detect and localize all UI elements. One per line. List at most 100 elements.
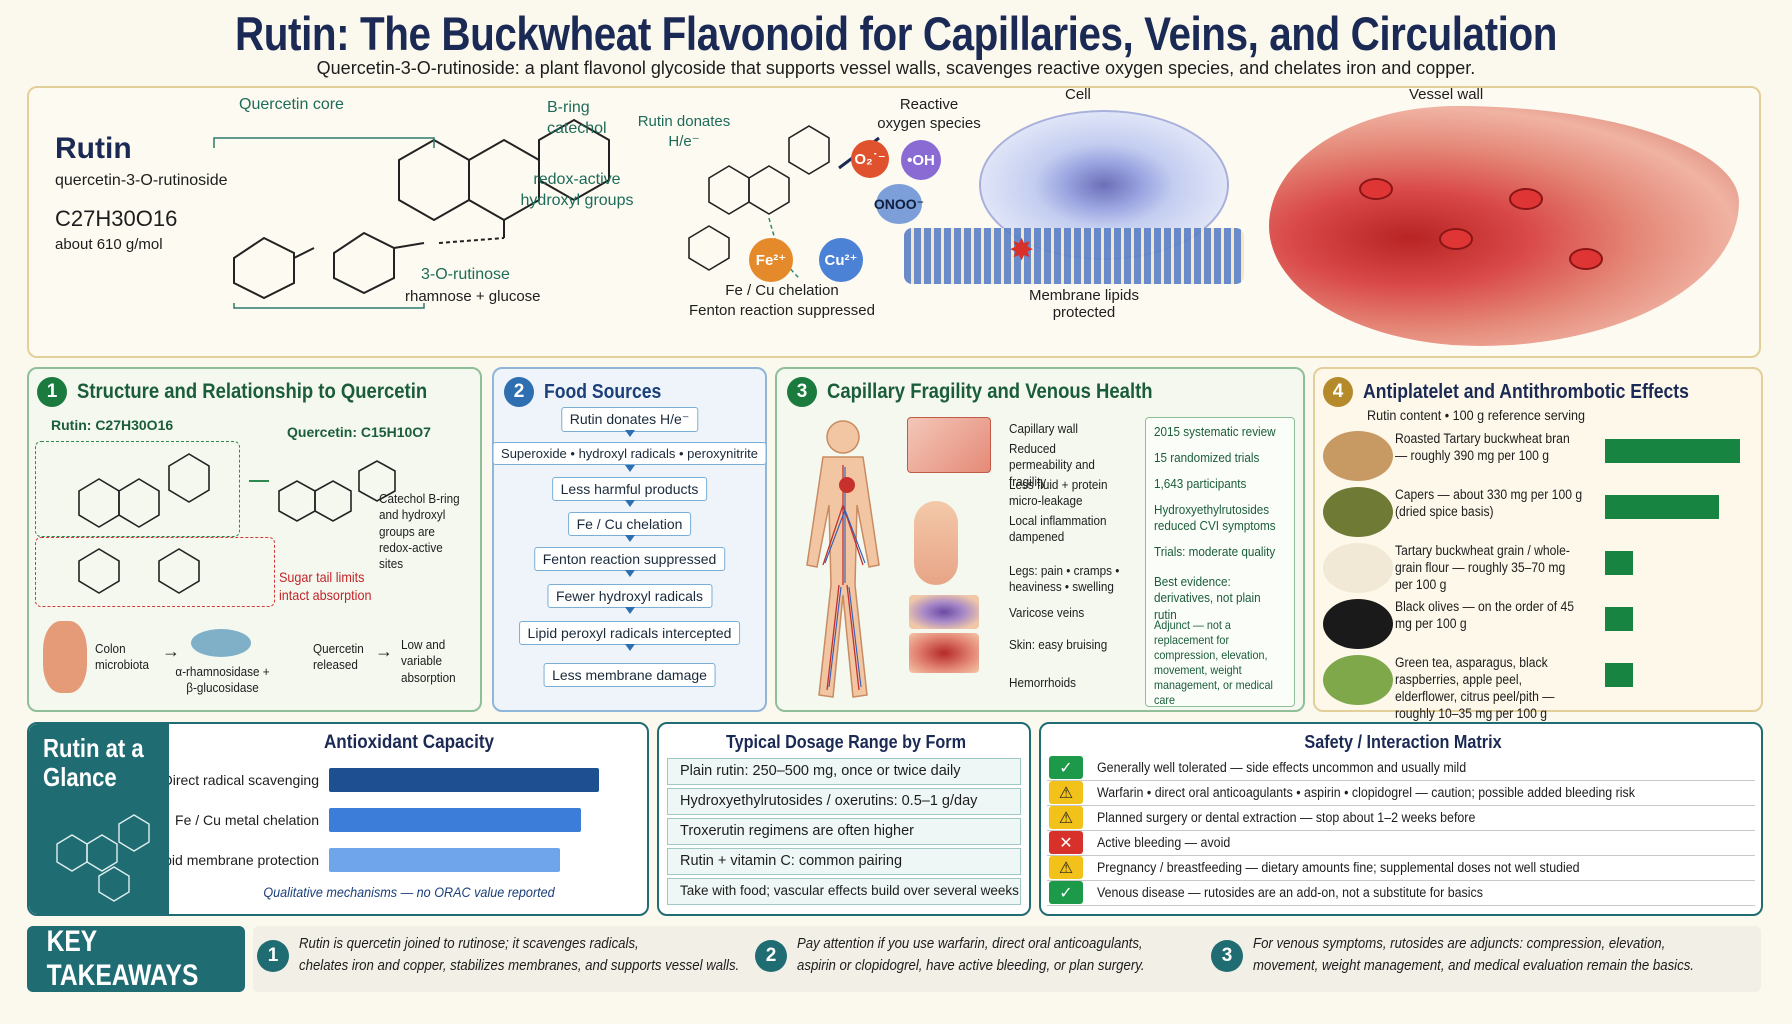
enzymes-label: α-rhamnosidase + β-glucosidase xyxy=(175,664,270,696)
flow-step: Rutin donates H/e⁻ xyxy=(560,407,699,432)
evidence-item: Adjunct — not a replacement for compress… xyxy=(1154,618,1273,707)
structure-panel: 1 Structure and Relationship to Querceti… xyxy=(27,367,482,712)
bar-category-label: Fe / Cu metal chelation xyxy=(175,812,319,828)
hemorrhoids-label: Hemorrhoids xyxy=(1009,675,1076,690)
food-source-row: Roasted Tartary buckwheat bran — roughly… xyxy=(1315,429,1765,489)
chelation-label: Fe / Cu chelation xyxy=(725,282,839,299)
flow-step: Less membrane damage xyxy=(543,663,716,687)
capillary-panel: 3 Capillary Fragility and Venous Health … xyxy=(775,367,1305,712)
intestine-icon xyxy=(43,621,87,693)
flow-step: Less harmful products xyxy=(551,477,708,501)
released-label: Quercetin released xyxy=(313,641,364,673)
flow-step: Lipid peroxyl radicals intercepted xyxy=(518,621,741,645)
copper-badge: Cu²⁺ xyxy=(819,238,863,282)
hemorrhoid-image xyxy=(909,633,979,673)
capillary-title: Capillary Fragility and Venous Health xyxy=(827,380,1153,403)
leg-veins-image xyxy=(914,501,958,585)
antioxidant-bar xyxy=(329,808,581,832)
antioxidant-bar xyxy=(329,848,560,872)
hydroxyl-badge: •OH xyxy=(901,140,941,180)
safety-text: Active bleeding — avoid xyxy=(1097,835,1231,850)
rutin-name: Rutin xyxy=(55,132,132,165)
rutin-mass: about 610 g/mol xyxy=(55,236,163,253)
sugar-note: Sugar tail limits intact absorption xyxy=(279,569,372,603)
iron-badge: Fe²⁺ xyxy=(749,238,793,282)
key-takeaways-title-text: KEY TAKEAWAYS xyxy=(46,925,199,992)
red-blood-cell-icon xyxy=(1359,178,1393,200)
evidence-item: Hydroxyethylrutosides reduced CVI sympto… xyxy=(1154,502,1276,534)
safety-text: Venous disease — rutosides are an add-on… xyxy=(1097,885,1483,900)
dosage-panel: Typical Dosage Range by Form Plain rutin… xyxy=(657,722,1031,916)
arrow-right-icon: → xyxy=(162,641,180,661)
food-source-list: Roasted Tartary buckwheat bran — roughly… xyxy=(1315,429,1765,721)
rutin-content-bar xyxy=(1605,495,1720,519)
glance-title: Rutin at a Glance xyxy=(43,733,144,792)
safety-row: ✕Active bleeding — avoid xyxy=(1047,831,1755,856)
safety-title: Safety / Interaction Matrix xyxy=(1304,732,1502,752)
antiplatelet-title: Antiplatelet and Antithrombotic Effects xyxy=(1363,380,1689,403)
rutin-content-bar xyxy=(1605,439,1740,463)
food-source-row: Green tea, asparagus, black raspberries,… xyxy=(1315,653,1765,721)
safety-row: ✓Generally well tolerated — side effects… xyxy=(1047,756,1755,781)
varicose-label: Varicose veins xyxy=(1009,605,1085,620)
rutin-formula-label: Rutin: C27H30O16 xyxy=(51,417,174,433)
absorption-label: Low and variable absorption xyxy=(401,637,456,685)
bar-category-label: Direct radical scavenging xyxy=(169,772,319,788)
takeaway-line: chelates iron and copper, stabilizes mem… xyxy=(299,957,740,974)
cell-label: Cell xyxy=(1065,86,1091,103)
page-subtitle: Quercetin-3-O-rutinoside: a plant flavon… xyxy=(316,58,1476,78)
red-blood-cell-icon xyxy=(1569,248,1603,270)
microbe-cluster-icon xyxy=(191,629,251,657)
food-image xyxy=(1323,599,1393,649)
antiplatelet-panel: 4 Antiplatelet and Antithrombotic Effect… xyxy=(1313,367,1765,721)
sugar-tail-box xyxy=(35,537,275,607)
donates-label: Rutin donates H/e⁻ xyxy=(637,113,731,150)
capillary-header: 3 Capillary Fragility and Venous Health xyxy=(787,377,1197,407)
key-takeaways-title: KEY TAKEAWAYS xyxy=(27,925,245,992)
evidence-item: 1,643 participants xyxy=(1154,476,1247,491)
glance-panel: Rutin at a Glance Antioxidant Capacity D… xyxy=(27,722,649,916)
safety-text: Warfarin • direct oral anticoagulants • … xyxy=(1097,785,1635,800)
antioxidant-bar-chart: Direct radical scavenging Fe / Cu metal c… xyxy=(169,768,599,872)
redox-label: redox-active hydroxyl groups xyxy=(520,171,634,209)
food-title: Food Sources xyxy=(544,380,662,403)
safety-text: Pregnancy / breastfeeding — dietary amou… xyxy=(1097,860,1580,875)
overview-panel: Rutin quercetin-3-O-rutinoside C27H30O16… xyxy=(27,86,1761,358)
vessel-label: Vessel wall xyxy=(1409,86,1484,103)
evidence-box: 2015 systematic review 15 randomized tri… xyxy=(1145,417,1295,707)
food-image xyxy=(1323,655,1393,705)
arrow-down-icon xyxy=(624,570,635,577)
dosage-item: Plain rutin: 250–500 mg, once or twice d… xyxy=(667,758,1021,785)
section-number-badge: 3 xyxy=(787,377,817,407)
flow-step: Superoxide • hydroxyl radicals • peroxyn… xyxy=(492,442,767,465)
arrow-down-icon xyxy=(624,535,635,542)
safety-row: ⚠ Warfarin • direct oral anticoagulants •… xyxy=(1047,781,1755,806)
takeaway-line: Rutin is quercetin joined to rutinose; i… xyxy=(299,935,639,952)
section-number-badge: 4 xyxy=(1323,377,1353,407)
food-source-text: Tartary buckwheat grain / whole-grain fl… xyxy=(1395,543,1570,592)
warning-icon: ⚠ xyxy=(1049,781,1083,804)
antiplatelet-header: 4 Antiplatelet and Antithrombotic Effect… xyxy=(1323,377,1733,407)
page-title: Rutin: The Buckwheat Flavonoid for Capil… xyxy=(235,7,1557,60)
rutinose-parts-label: rhamnose + glucose xyxy=(405,288,541,305)
rutin-content-bar xyxy=(1605,551,1633,575)
safety-row: ⚠Planned surgery or dental extraction — … xyxy=(1047,806,1755,831)
human-body-circulation-icon xyxy=(806,420,880,698)
rutin-iupac: quercetin-3-O-rutinoside xyxy=(55,172,228,189)
food-source-row: Tartary buckwheat grain / whole-grain fl… xyxy=(1315,541,1765,601)
takeaway-line: For venous symptoms, rutosides are adjun… xyxy=(1253,935,1666,952)
cap-item: Local inflammation dampened xyxy=(1009,513,1107,545)
takeaways-body: 1 Rutin is quercetin joined to rutinose;… xyxy=(253,926,1761,992)
check-icon: ✓ xyxy=(1049,881,1083,904)
flow-step: Fenton reaction suppressed xyxy=(533,547,726,571)
rutin-structure-diagram xyxy=(213,118,610,309)
membrane-illustration xyxy=(904,228,1244,284)
takeaway-line: aspirin or clopidogrel, have active blee… xyxy=(797,957,1145,974)
takeaway-line: Pay attention if you use warfarin, direc… xyxy=(797,935,1143,952)
bruise-image xyxy=(909,595,979,629)
food-source-text: Capers — about 330 mg per 100 g (dried s… xyxy=(1395,487,1583,519)
section-number-badge: 2 xyxy=(504,377,534,407)
takeaway-number: 1 xyxy=(257,940,289,972)
food-source-text: Green tea, asparagus, black raspberries,… xyxy=(1395,655,1555,721)
evidence-item: 2015 systematic review xyxy=(1154,424,1276,439)
